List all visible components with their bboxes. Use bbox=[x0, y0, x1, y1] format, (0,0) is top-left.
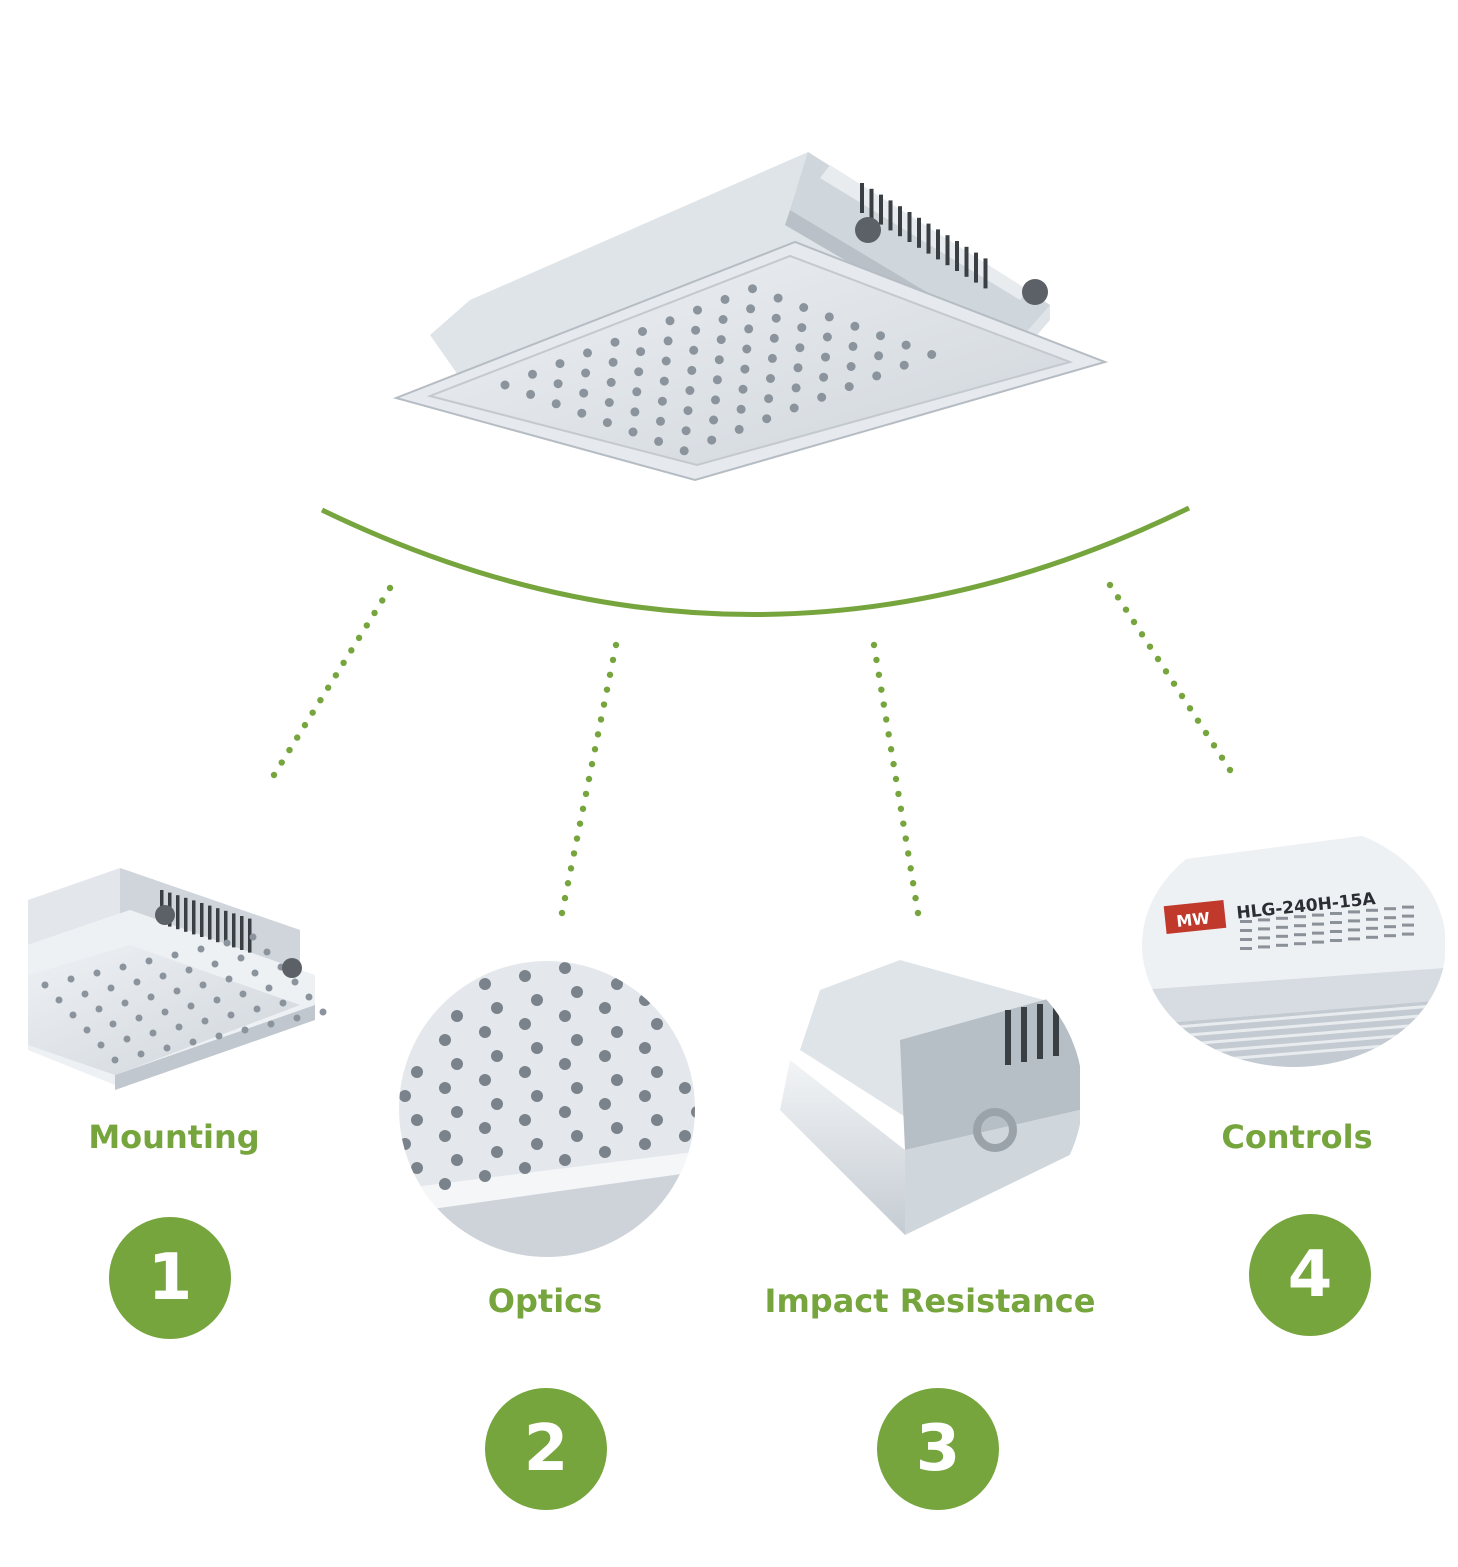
connector-dot bbox=[1122, 606, 1130, 613]
connector-dot bbox=[286, 746, 293, 754]
connector-dot bbox=[1170, 680, 1178, 687]
connector-dot bbox=[294, 734, 301, 741]
connector-dot bbox=[883, 716, 890, 723]
connector-dot bbox=[363, 622, 370, 629]
connector-dot bbox=[558, 909, 566, 917]
connector-dot bbox=[873, 656, 880, 664]
connector-dot bbox=[371, 609, 378, 617]
connector-dot bbox=[270, 771, 278, 779]
feature-number-badge-4: 4 bbox=[1249, 1214, 1371, 1336]
feature-label-optics: Optics bbox=[487, 1282, 603, 1320]
connector-dot bbox=[1154, 655, 1162, 663]
connector-dot bbox=[278, 759, 285, 766]
connector-dot bbox=[301, 721, 309, 729]
feature-label-impact-resistance: Impact Resistance bbox=[764, 1282, 1096, 1320]
connector-dot bbox=[317, 697, 324, 704]
connector-dot bbox=[875, 671, 883, 678]
connector-dot bbox=[579, 805, 587, 812]
driver-brand-label: MW bbox=[1175, 908, 1211, 930]
connector-dot bbox=[897, 805, 905, 812]
connector-dot bbox=[582, 790, 590, 798]
connector-dot bbox=[332, 672, 340, 679]
connector-dot bbox=[1114, 594, 1122, 601]
connector-dot bbox=[324, 684, 332, 691]
connector-dot bbox=[570, 850, 578, 857]
connector-dot bbox=[386, 584, 394, 592]
connector-dot bbox=[892, 775, 900, 783]
connector-dot bbox=[887, 746, 895, 753]
connector-dot bbox=[1178, 692, 1186, 700]
connector-dot bbox=[900, 820, 907, 827]
connector-dot bbox=[600, 701, 608, 708]
housing-corner-closeup-icon bbox=[773, 947, 1083, 1243]
connector-dot bbox=[585, 775, 593, 783]
connector-dot bbox=[880, 701, 887, 708]
connector-dot bbox=[914, 909, 922, 917]
connector-dot bbox=[355, 634, 363, 642]
connector-dot bbox=[885, 731, 892, 738]
connector-dot bbox=[609, 656, 617, 664]
feature-label-controls: Controls bbox=[1221, 1118, 1373, 1156]
connector-dot bbox=[1218, 754, 1226, 761]
connector-dot bbox=[1202, 729, 1210, 737]
connector-dot bbox=[912, 894, 919, 902]
connector-dot bbox=[1162, 668, 1170, 675]
feature-label-mounting: Mounting bbox=[88, 1118, 260, 1156]
feature-number-badge-1: 1 bbox=[109, 1217, 231, 1339]
connector-dot bbox=[909, 880, 917, 887]
connector-dot bbox=[573, 835, 581, 842]
connector-dot bbox=[1226, 766, 1234, 774]
connector-dot bbox=[1106, 581, 1114, 589]
connector-dot bbox=[890, 760, 897, 768]
connector-dot bbox=[564, 880, 572, 887]
connector-dot bbox=[309, 709, 316, 716]
connector-dot bbox=[606, 671, 614, 678]
connector-dot bbox=[597, 716, 605, 723]
connector-dot bbox=[1130, 618, 1138, 626]
connector-dot bbox=[576, 820, 584, 827]
led-canopy-light-icon bbox=[392, 152, 1109, 482]
connector-dot bbox=[905, 850, 912, 857]
connector-dot bbox=[1146, 643, 1154, 650]
connector-dot bbox=[895, 790, 902, 798]
connector-dot bbox=[561, 894, 569, 902]
connector-dot bbox=[878, 686, 885, 693]
connector-dot bbox=[612, 641, 620, 649]
connector-dot bbox=[588, 760, 596, 768]
connector-dot bbox=[907, 865, 914, 872]
light-fixture-corner-icon bbox=[28, 868, 327, 1090]
connector-dot bbox=[1194, 717, 1202, 724]
feature-number-badge-3: 3 bbox=[877, 1388, 999, 1510]
connector-dot bbox=[1210, 742, 1218, 749]
connector-dot bbox=[902, 835, 909, 842]
connector-dot bbox=[567, 865, 575, 872]
connector-dot bbox=[591, 746, 599, 753]
connector-dot bbox=[870, 641, 878, 649]
led-array-closeup-icon bbox=[399, 961, 695, 1257]
connector-dot bbox=[1186, 705, 1194, 712]
power-supply-driver-icon: MW HLG-240H-15A bbox=[1142, 823, 1446, 1067]
connector-dot bbox=[348, 647, 355, 654]
connector-dot bbox=[603, 686, 611, 693]
connector-dot bbox=[1138, 631, 1146, 638]
dotted-connectors bbox=[270, 581, 1234, 917]
connector-arc bbox=[320, 505, 1191, 617]
feature-number-badge-2: 2 bbox=[485, 1388, 607, 1510]
connector-dot bbox=[340, 659, 347, 666]
connector-dot bbox=[379, 597, 386, 604]
connector-dot bbox=[594, 731, 602, 738]
